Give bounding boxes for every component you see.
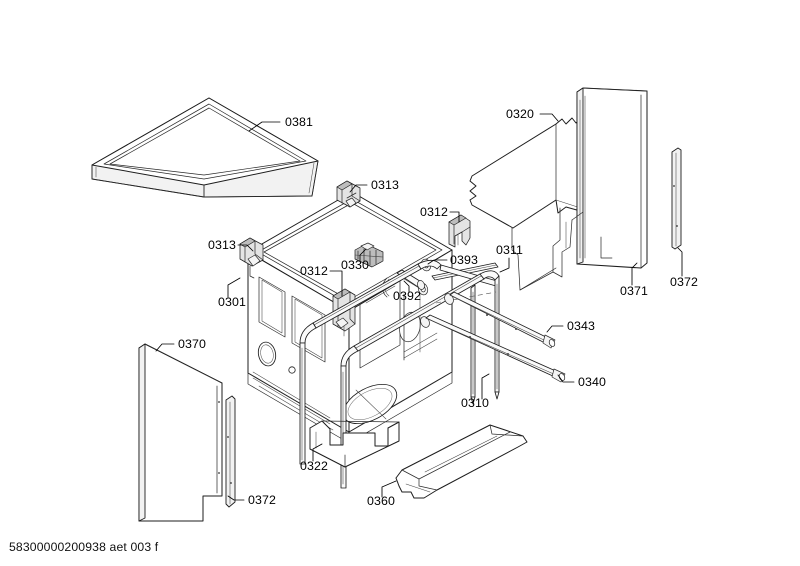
part-inner-tub [247, 191, 453, 444]
callout-label-0320: 0320 [506, 107, 534, 121]
leader-line-0322 [312, 443, 323, 462]
leader-line-0312-right [449, 211, 460, 223]
leader-line-0312-left [329, 270, 343, 297]
leader-line-0320 [539, 113, 559, 122]
part-frame-rail-upper [299, 259, 499, 465]
callout-label-0301: 0301 [218, 295, 246, 309]
callout-label-0392: 0392 [393, 289, 421, 303]
leader-line-0372-left [227, 495, 245, 501]
callout-label-0310: 0310 [461, 396, 489, 410]
callout-label-0311: 0311 [496, 243, 523, 257]
leader-line-0381 [248, 121, 281, 132]
leader-line-0330 [359, 248, 367, 262]
callout-label-0312-left: 0312 [300, 264, 328, 278]
part-side-panel-left [138, 343, 223, 522]
leader-line-0360 [381, 480, 397, 498]
callout-leader-layer [155, 113, 683, 501]
leader-line-0340 [557, 374, 575, 383]
part-frame-rail-vertical [470, 284, 476, 405]
callout-label-layer: 0381 0313 0313 0312 0312 0330 0301 0393 0392 0311… [178, 107, 698, 508]
part-tie-rod-upper [444, 291, 556, 349]
leader-line-0310 [481, 373, 490, 400]
callout-label-0371: 0371 [620, 284, 648, 298]
leader-line-0392 [403, 280, 410, 293]
callout-label-0372-right: 0372 [670, 275, 698, 289]
leader-line-0343 [546, 325, 564, 333]
leader-line-0313-left [237, 244, 254, 252]
part-frame-rail-outer [340, 270, 500, 489]
callout-label-0322: 0322 [300, 459, 328, 473]
part-base-trim-front [309, 420, 400, 468]
footer-document-code: 58300000200938 aet 003 f [9, 540, 159, 554]
part-plinth-panel [395, 424, 528, 499]
part-trim-strip-left [225, 395, 236, 508]
callout-label-0313-left: 0313 [208, 238, 236, 252]
part-trim-strip-right [671, 147, 682, 250]
part-top-cover-panel [91, 97, 319, 198]
callout-label-0381: 0381 [285, 115, 313, 129]
callout-label-0343: 0343 [567, 319, 595, 333]
callout-label-0372-left: 0372 [248, 493, 276, 507]
leader-line-0311 [499, 257, 510, 273]
part-mounting-bracket-right [448, 214, 471, 248]
leader-line-0370 [155, 343, 175, 352]
part-side-panel-right-liner [511, 207, 584, 291]
callout-label-0370: 0370 [178, 337, 206, 351]
callout-label-0360: 0360 [367, 494, 395, 508]
callout-label-0312-right: 0312 [420, 205, 448, 219]
leader-line-0371 [631, 262, 638, 286]
callout-label-0393: 0393 [450, 253, 478, 267]
callout-label-0313-upper: 0313 [371, 178, 399, 192]
callout-label-0330: 0330 [341, 258, 369, 272]
leader-line-0301 [227, 277, 241, 298]
leader-line-0372-right [677, 247, 683, 277]
leader-line-0313-upper [349, 184, 368, 193]
callout-label-0340: 0340 [578, 375, 606, 389]
leader-line-0393 [427, 259, 448, 265]
part-side-panel-right [576, 87, 648, 269]
